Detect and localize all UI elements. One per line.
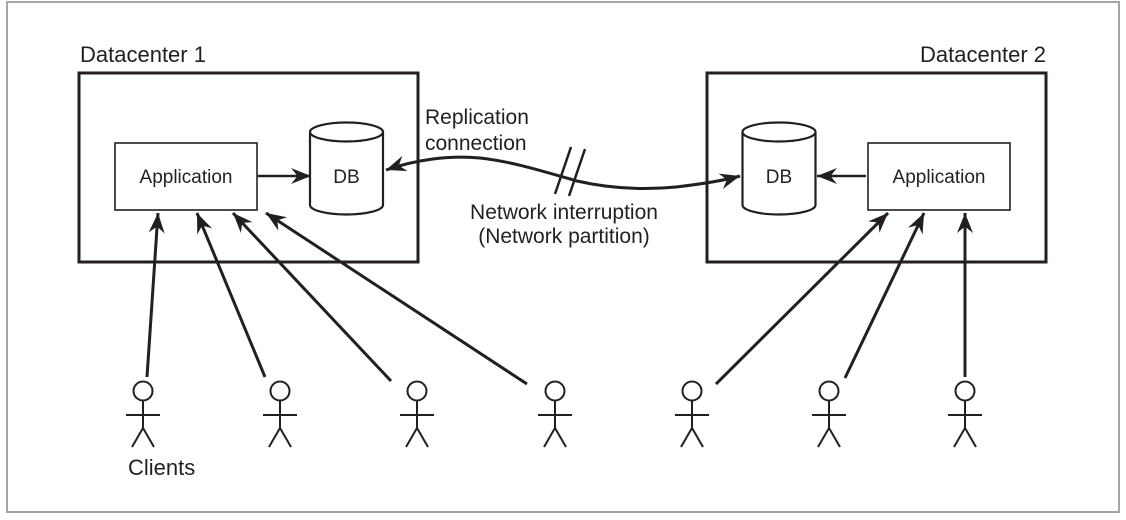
client5-figure	[674, 380, 710, 448]
client3-figure	[399, 380, 435, 448]
replication-connection-line	[385, 155, 741, 191]
replication-label-line1: Replication	[425, 106, 529, 129]
replication-connection-group: Replication connection Network interrupt…	[385, 106, 741, 248]
db1-label: DB	[333, 167, 359, 188]
client-arrows-datacenter2	[714, 211, 973, 386]
client-arrows-datacenter1	[145, 211, 528, 386]
application2-box	[867, 142, 1011, 211]
clients-group: Clients	[125, 380, 983, 480]
db1-cylinder: DB	[308, 121, 385, 216]
db2-label: DB	[766, 167, 792, 188]
client1-figure	[125, 380, 161, 448]
client4-figure	[537, 380, 573, 448]
interruption-slash-1	[553, 146, 573, 195]
datacenter2-group: Datacenter 2 Application DB	[705, 42, 1048, 264]
datacenter1-title: Datacenter 1	[80, 42, 206, 67]
page-frame-border	[6, 1, 1120, 513]
datacenter1-group: Datacenter 1 Application DB	[77, 42, 420, 264]
client2-figure	[262, 380, 298, 448]
client6-arrow	[843, 212, 926, 379]
datacenter1-box	[77, 71, 420, 264]
datacenter2-title: Datacenter 2	[920, 42, 1046, 67]
client2-arrow	[195, 212, 267, 378]
application1-box	[114, 142, 258, 211]
interruption-slash-2	[567, 148, 587, 197]
network-interruption-label-line1: Network interruption	[470, 201, 658, 224]
clients-label: Clients	[128, 455, 195, 480]
datacenter2-box	[705, 71, 1048, 264]
client7-figure	[947, 380, 983, 448]
replication-label-line2: connection	[425, 132, 527, 155]
client4-arrow	[265, 211, 528, 386]
client3-arrow	[231, 211, 393, 383]
db2-cylinder: DB	[741, 121, 817, 216]
client6-figure	[811, 380, 847, 448]
network-interruption-label-line2: (Network partition)	[478, 225, 650, 248]
application1-label: Application	[140, 167, 233, 188]
application2-label: Application	[893, 167, 986, 188]
client1-arrow	[145, 212, 165, 378]
client5-arrow	[714, 211, 890, 386]
